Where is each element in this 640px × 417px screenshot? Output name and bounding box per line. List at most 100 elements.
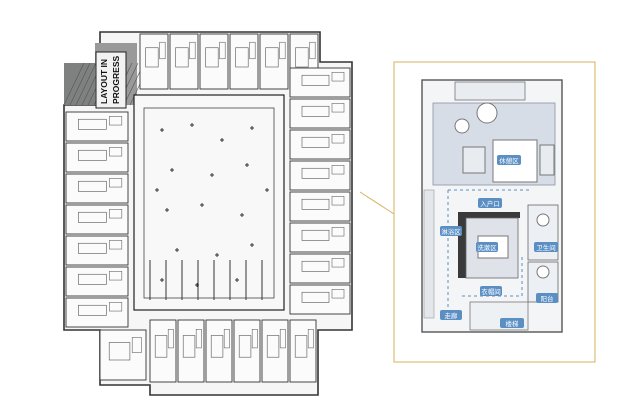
room-bath <box>223 328 230 349</box>
room-bath <box>167 328 174 349</box>
nightstand <box>539 144 555 176</box>
room-bed <box>235 47 249 68</box>
guest-room <box>149 319 177 383</box>
room-bath <box>109 116 123 126</box>
room-bath <box>131 337 142 353</box>
guest-room <box>289 129 351 160</box>
room-outline <box>233 319 261 383</box>
guest-room <box>229 33 259 90</box>
guest-room <box>259 33 289 90</box>
badge-living-label: 休憩区 <box>499 156 519 165</box>
guest-room <box>65 111 129 142</box>
basin <box>536 265 550 279</box>
guest-room <box>289 160 351 191</box>
room-bed <box>154 335 168 358</box>
guest-room <box>65 266 129 297</box>
room-bath <box>159 41 166 60</box>
hotel-floor-plan: LAYOUT IN PROGRESS <box>63 31 353 396</box>
badge-stair: 楼梯 <box>500 318 524 328</box>
room-bed <box>301 229 330 241</box>
layout-in-progress-stamp: LAYOUT IN PROGRESS <box>95 51 127 109</box>
room-bed <box>301 105 330 117</box>
guest-room <box>177 319 205 383</box>
room-outline <box>169 33 199 90</box>
guest-room <box>65 204 129 235</box>
room-outline <box>65 297 129 328</box>
room-outline <box>289 284 351 315</box>
room-bed <box>182 335 196 358</box>
room-bath <box>109 209 123 219</box>
room-outline <box>205 319 233 383</box>
guest-room <box>65 235 129 266</box>
room-outline <box>99 329 147 381</box>
room-outline <box>289 253 351 284</box>
badge-corridor: 走廊 <box>440 310 462 320</box>
bathroom-core-wall <box>458 212 520 278</box>
badge-vanity: 洗漱区 <box>476 242 498 252</box>
guest-room <box>65 297 129 328</box>
room-bath <box>331 258 345 268</box>
guest-room <box>289 253 351 284</box>
badge-entry: 入户口 <box>478 198 502 208</box>
guest-room <box>289 67 351 98</box>
hatch-line <box>75 62 97 106</box>
hatch-line <box>63 62 85 106</box>
round-table <box>476 102 498 124</box>
room-bed <box>210 335 224 358</box>
room-bed <box>108 342 131 361</box>
room-outline <box>65 266 129 297</box>
room-bath <box>109 178 123 188</box>
room-outline <box>289 222 351 253</box>
guest-room <box>205 319 233 383</box>
guest-room-ring <box>65 33 351 383</box>
room-outline <box>65 142 129 173</box>
room-outline <box>289 191 351 222</box>
room-outline <box>65 204 129 235</box>
room-outline <box>177 319 205 383</box>
badge-living: 休憩区 <box>497 155 521 165</box>
room-bath <box>189 41 196 60</box>
room-bath <box>331 72 345 82</box>
guest-room <box>139 33 169 90</box>
room-bath <box>331 196 345 206</box>
guest-room <box>289 319 317 383</box>
badge-bath-label: 淋浴区 <box>441 227 461 236</box>
room-bath <box>331 165 345 175</box>
room-outline <box>65 111 129 142</box>
guest-room <box>289 222 351 253</box>
room-bed <box>238 335 252 358</box>
room-bath <box>279 41 286 60</box>
central-atrium <box>133 94 285 311</box>
room-bed <box>78 242 107 254</box>
badge-vanity-label: 洗漱区 <box>477 243 497 252</box>
stamp-line-2: PROGRESS <box>111 55 121 104</box>
guest-room <box>169 33 199 90</box>
room-outline <box>149 319 177 383</box>
room-outline <box>199 33 229 90</box>
room-bath <box>331 134 345 144</box>
room-bath <box>249 41 256 60</box>
room-bed <box>301 260 330 272</box>
room-bed <box>301 198 330 210</box>
room-bed <box>78 304 107 316</box>
room-bath <box>251 328 258 349</box>
badge-wc-label: 卫生间 <box>536 243 556 252</box>
room-bath <box>109 271 123 281</box>
room-outline <box>261 319 289 383</box>
badge-entry-label: 入户口 <box>480 199 500 208</box>
room-outline <box>65 173 129 204</box>
badge-corridor-label: 走廊 <box>445 311 459 320</box>
room-bath <box>195 328 202 349</box>
badge-wc: 卫生间 <box>534 242 558 252</box>
room-bath <box>331 227 345 237</box>
room-bed <box>205 47 219 68</box>
room-bed <box>78 211 107 223</box>
room-bed <box>301 136 330 148</box>
room-bath <box>307 328 314 349</box>
hatch-line <box>69 62 91 106</box>
room-outline <box>139 33 169 90</box>
window-bay <box>454 81 526 101</box>
room-bath <box>309 41 316 60</box>
room-outline <box>289 129 351 160</box>
